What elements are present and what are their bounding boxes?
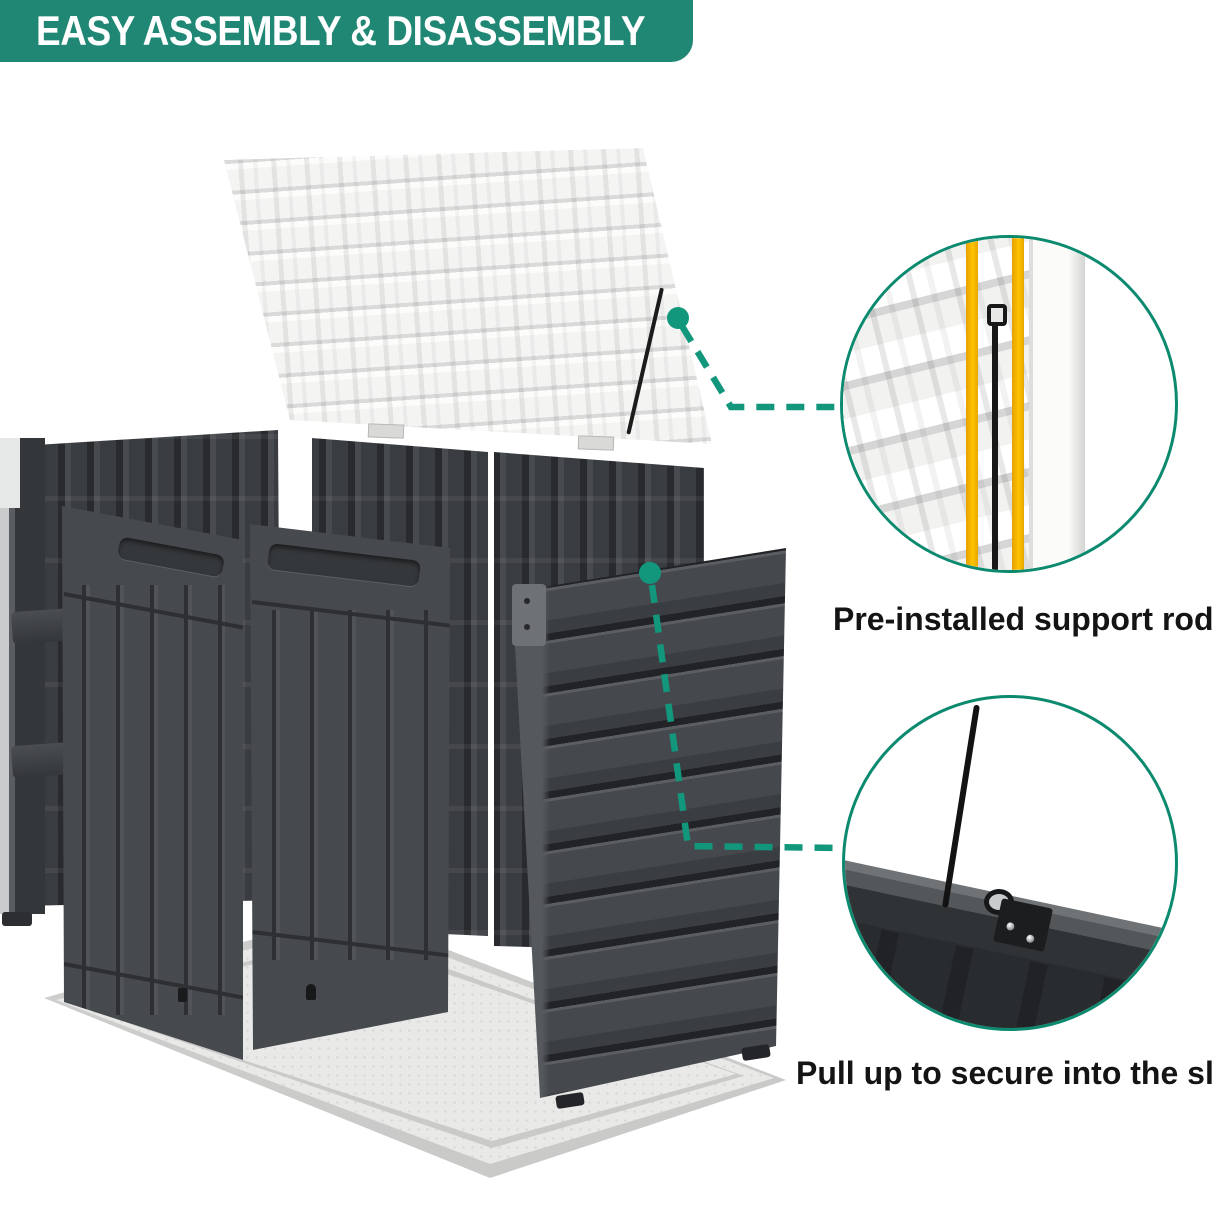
corner-trim-bracket [512,584,546,646]
lid-edge-closeup [1028,238,1086,570]
caption-support-rod: Pre-installed support rod [833,601,1214,637]
support-rod-closeup [992,317,999,570]
screw-icon [524,598,530,604]
lid-rib-texture-closeup [843,238,1036,570]
support-rod-closeup [941,704,980,908]
leader-line-slot [648,584,841,852]
screw-icon [1025,933,1035,944]
banner-title: EASY ASSEMBLY & DISASSEMBLY [36,7,646,54]
lid-closeup [843,238,1036,570]
leader-line-support-rod [679,324,836,411]
screw-icon [1005,921,1015,931]
header-banner: EASY ASSEMBLY & DISASSEMBLY [0,0,693,62]
leader-dot-support-rod [667,307,689,329]
caption-slot: Pull up to secure into the slot [796,1055,1214,1091]
leader-dot-slot [639,562,661,584]
left-side-panel [0,438,45,926]
support-rod-hook [987,304,1008,327]
left-door-planks [82,585,225,1015]
left-side-panel-cap [0,438,20,508]
door-keyhole [306,984,316,1000]
yellow-guide-stripe [965,238,978,570]
right-door-planks [272,610,428,960]
callout-circle-slot [842,695,1178,1031]
yellow-guide-stripe [1012,238,1025,570]
door-latch [178,988,187,1002]
callout-circle-support-rod [840,235,1178,573]
left-side-panel-foot [2,912,32,926]
screw-icon [524,624,530,630]
